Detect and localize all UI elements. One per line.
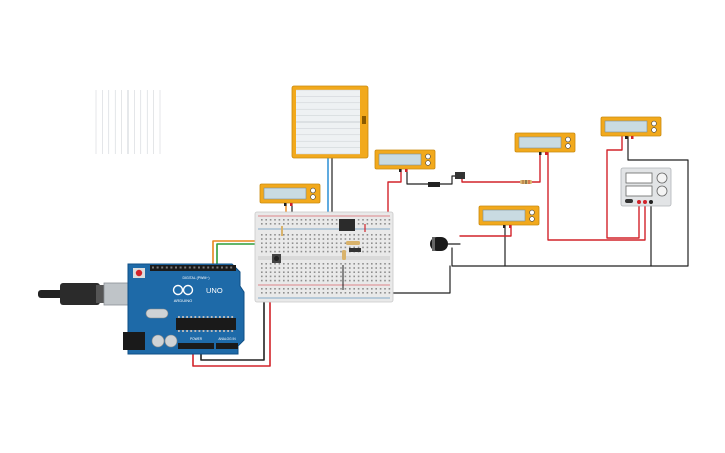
multimeter-4-mode-knob[interactable] (651, 120, 657, 127)
psu-knob-top[interactable] (656, 172, 668, 184)
oscilloscope[interactable] (95, 85, 369, 159)
multimeter-1-screen (263, 187, 307, 200)
multimeters (259, 116, 662, 228)
arduino-uno[interactable]: DIGITAL (PWM~) ARDUINO UNO POWER ANALOG … (38, 263, 245, 355)
power-header-label: POWER (190, 337, 203, 341)
power-supply-icon[interactable] (620, 167, 672, 207)
breadboard[interactable] (254, 211, 394, 303)
ic-chip[interactable] (339, 219, 355, 231)
multimeter-4[interactable] (600, 116, 662, 139)
multimeter-3-screen (518, 136, 562, 149)
model-label: UNO (206, 286, 223, 295)
oscilloscope-grid-icon (95, 89, 360, 155)
power-header (178, 343, 214, 349)
psu-display-top (625, 172, 653, 184)
multimeter-5[interactable] (478, 205, 540, 228)
wire-red-mm2[interactable] (387, 167, 402, 225)
wire-black-mm2[interactable] (406, 167, 431, 185)
capacitor-loose[interactable] (430, 237, 448, 251)
power-jack (123, 332, 145, 350)
resistor-2[interactable] (342, 250, 346, 260)
wire-red-mm3[interactable] (531, 151, 541, 183)
digital-header-label: DIGITAL (PWM~) (182, 276, 209, 280)
psu-knob-bottom[interactable] (656, 185, 668, 197)
multimeter-3-mode-knob[interactable] (565, 136, 571, 143)
multimeter-3[interactable] (514, 132, 576, 155)
digital-header (150, 265, 236, 271)
wire-red-arduino-5v[interactable] (192, 281, 271, 367)
analog-header-label: ANALOG IN (218, 337, 236, 341)
psu-display-bottom (625, 185, 653, 197)
wire-black-mm4[interactable] (451, 223, 506, 267)
breadboard-holes (261, 219, 391, 294)
multimeter-5-mode-knob[interactable] (529, 209, 535, 216)
wire-black-mm5[interactable] (504, 135, 689, 267)
wire-black-arduino-gnd[interactable] (200, 289, 265, 361)
multimeter-4-screen (604, 120, 648, 133)
loose-components (428, 172, 532, 251)
multimeter-2-screen (378, 153, 422, 166)
breadboard-components (272, 219, 366, 290)
diode[interactable] (349, 248, 361, 252)
multimeter-1-mode-knob[interactable] (310, 187, 316, 194)
wire-black-return[interactable] (384, 265, 451, 294)
multimeter-5-screen (482, 209, 526, 222)
wire-red-chain[interactable] (461, 175, 521, 183)
usb-cable (38, 290, 64, 298)
multimeter-2-mode-knob[interactable] (425, 153, 431, 160)
diode-loose[interactable] (428, 182, 440, 187)
multimeter-1[interactable] (259, 183, 321, 206)
brand-label: ARDUINO (174, 298, 192, 303)
wire-black-mm3[interactable] (547, 151, 646, 241)
switch-loose[interactable] (455, 172, 465, 179)
analog-header (216, 343, 238, 349)
arduino-logo: ARDUINO (172, 284, 194, 303)
wire-red-mm5[interactable] (606, 135, 640, 239)
resistor-1[interactable] (346, 241, 360, 245)
atmega-chip (176, 318, 236, 330)
multimeter-2[interactable] (374, 149, 436, 172)
